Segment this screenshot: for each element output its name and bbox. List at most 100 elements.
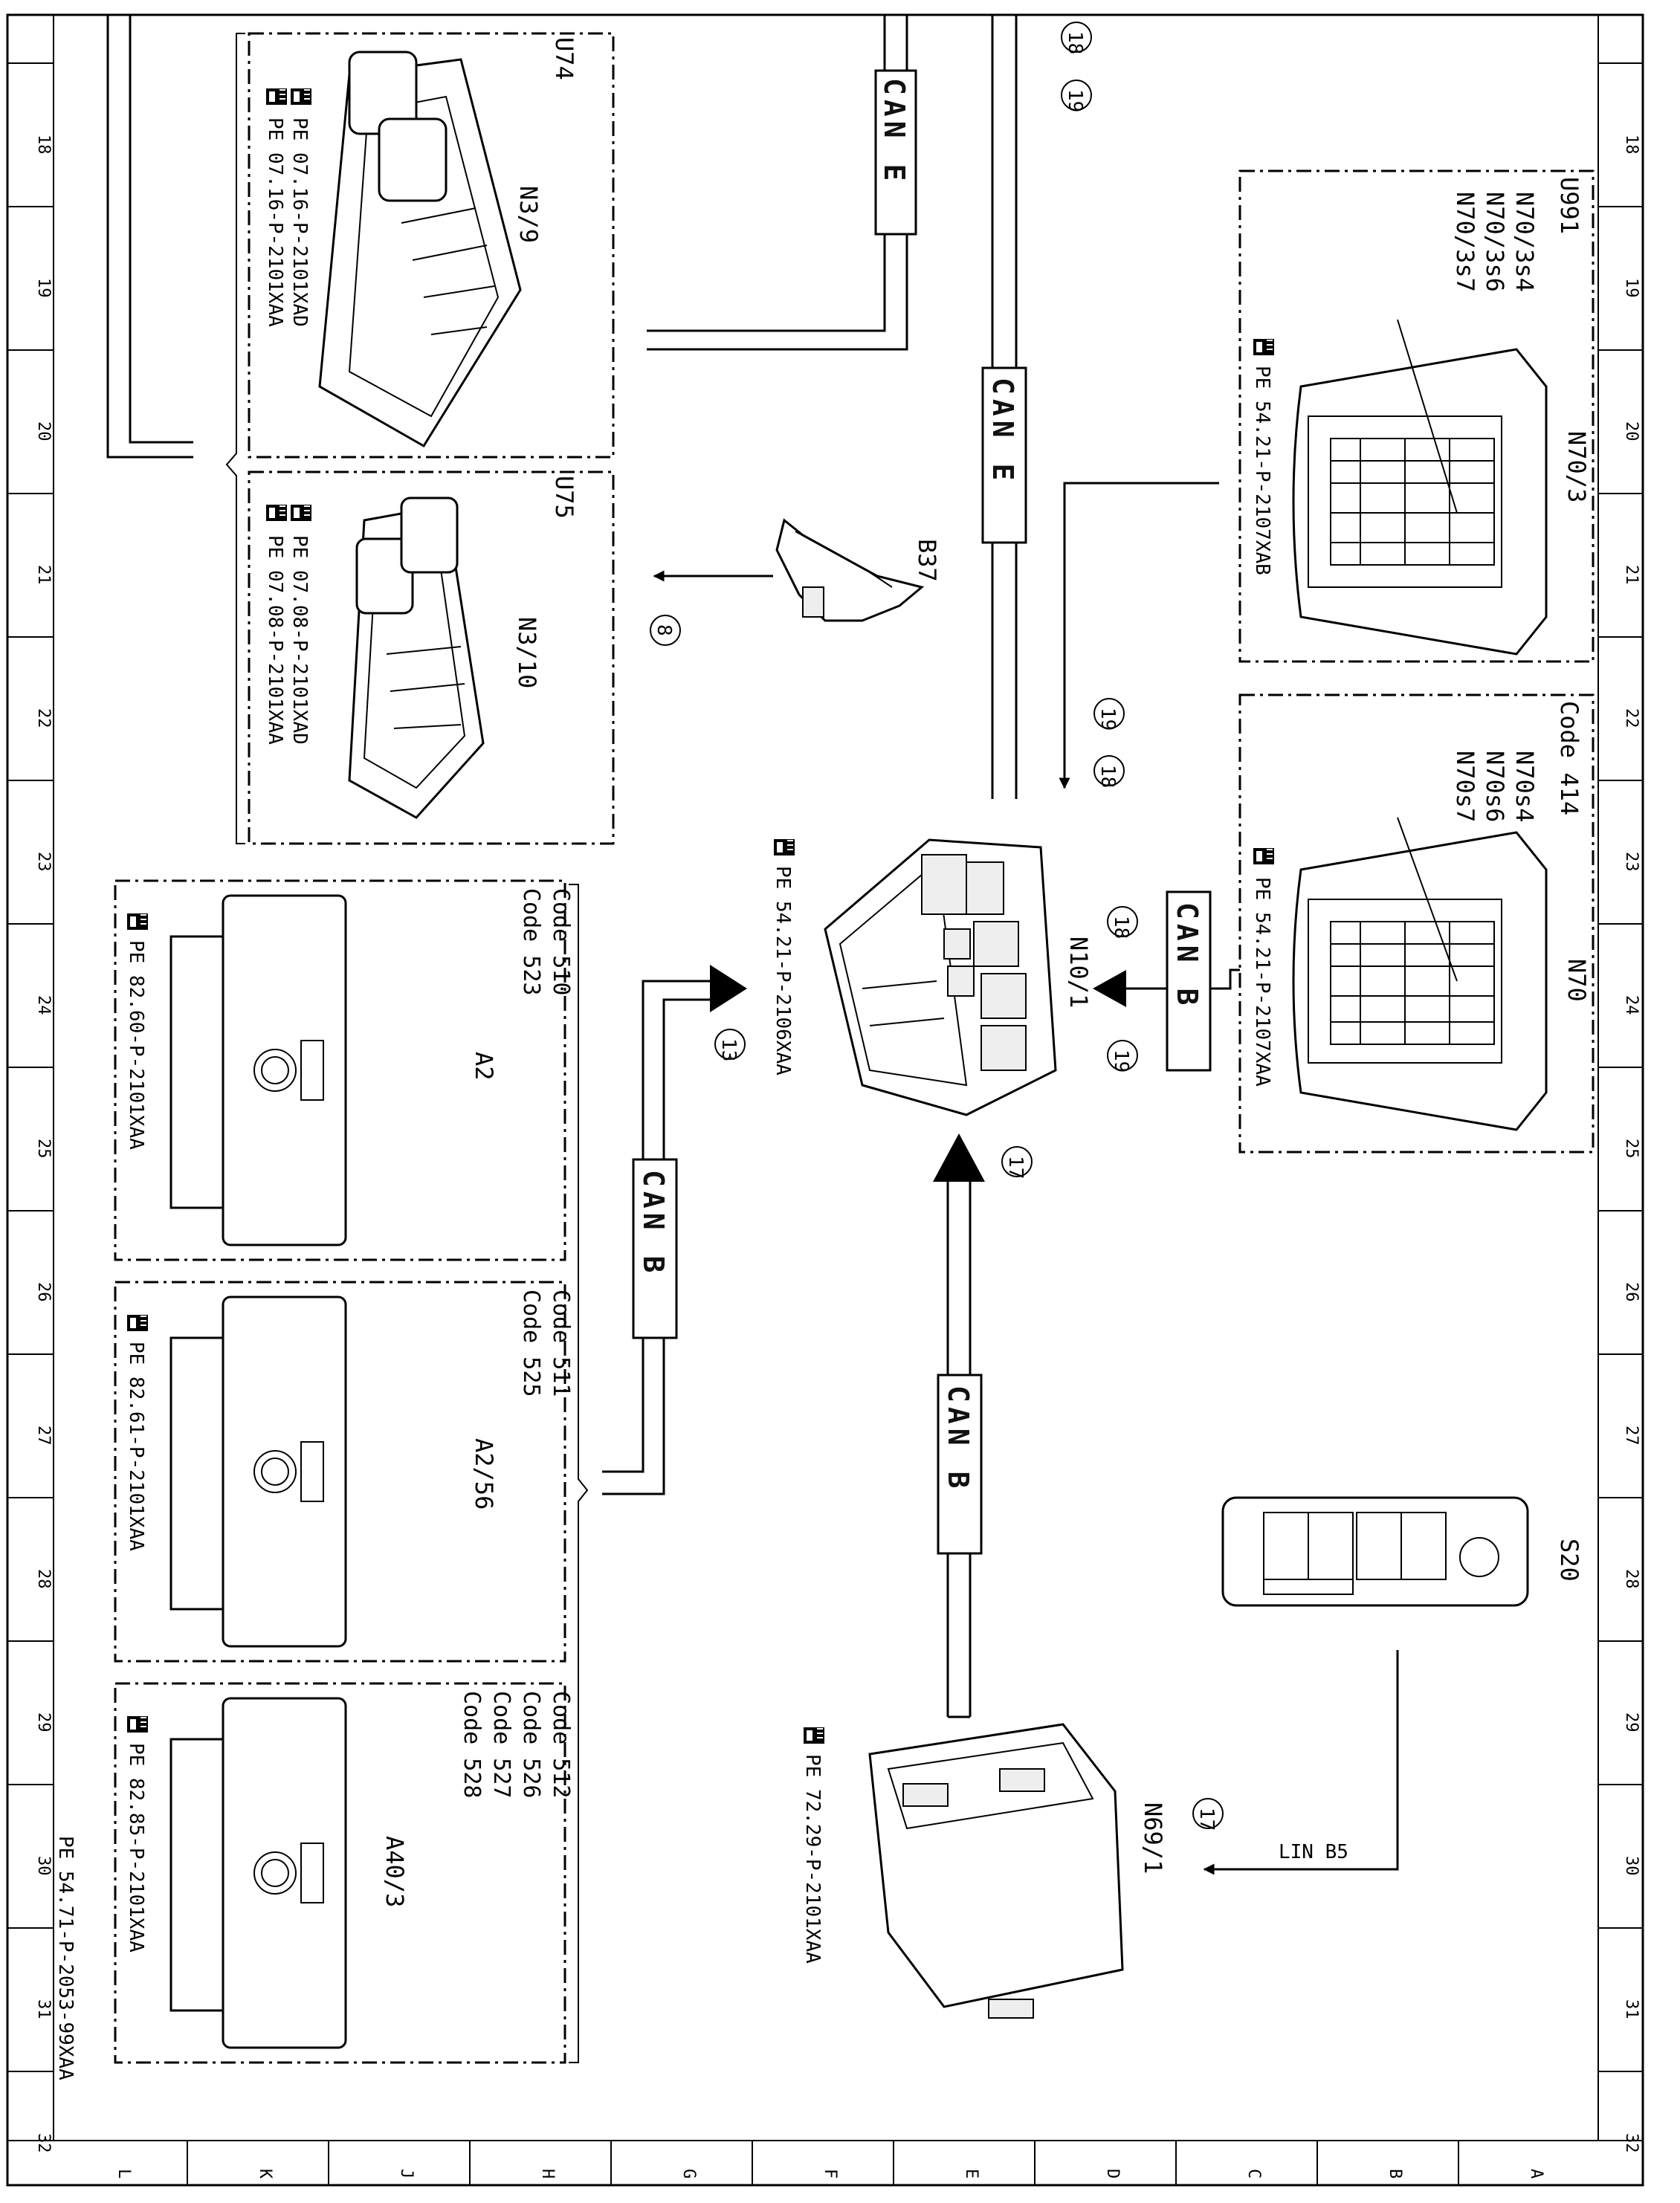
ruler-left-25: 25 [34, 1139, 53, 1159]
a2-code-1: Code 510 [548, 888, 574, 996]
circle-ref-13: 13 [714, 1029, 746, 1061]
n70-ref: PE 54.21-P-2107XAA [1251, 877, 1273, 1087]
ruler-left-22: 22 [34, 708, 53, 728]
reference-hand-icon [126, 913, 149, 931]
n3-9-control-unit[interactable]: N3/9 PE 07.16-P-2101XAA PE 07.16-P-2101X… [264, 51, 543, 448]
n70-part-s4: N70s4 [1511, 751, 1539, 822]
ruler-right-32: 32 [1622, 2133, 1641, 2153]
circle-ref-19-mid: 19 [1093, 698, 1125, 731]
circle-ref-18-n10: 18 [1107, 906, 1138, 939]
circle-ref-18-top: 18 [1061, 22, 1092, 54]
n10-1-label: N10/1 [1064, 936, 1093, 1008]
ruler-right-29: 29 [1622, 1712, 1641, 1733]
ruler-right-30: 30 [1622, 1856, 1641, 1876]
ruler-left-32: 32 [34, 2133, 53, 2153]
circle-ref-19-n10: 19 [1107, 1040, 1138, 1073]
n10-1-control-module[interactable]: N10/1 PE 54.21-P-2106XAA [772, 838, 1093, 1116]
a2-label: A2 [470, 1052, 498, 1081]
can-b-n70-to-n10-1: CAN B [1093, 890, 1240, 1072]
ruler-left: 18 19 20 21 22 23 24 25 26 27 28 29 30 3… [7, 62, 54, 2153]
n70-3-overhead-panel[interactable]: N70/3s4 N70/3s6 N70/3s7 N70/3 PE 54.21-P… [1251, 192, 1591, 656]
s20-switch-panel[interactable]: S20 [1221, 1496, 1583, 1607]
n3-9-ref-1: PE 07.16-P-2101XAA [264, 117, 286, 327]
ruler-right-19: 19 [1622, 278, 1641, 298]
n70-part-s7: N70s7 [1451, 751, 1479, 822]
group-a2-56: Code 511 Code 525 [114, 1281, 574, 1663]
ruler-right-21: 21 [1622, 565, 1641, 585]
reference-hand-icon [290, 504, 312, 522]
a40-3-label: A40/3 [381, 1836, 409, 1907]
ruler-letter-J: J [397, 2169, 416, 2178]
s20-label: S20 [1555, 1539, 1583, 1582]
a2-ref: PE 82.60-P-2101XAA [125, 940, 147, 1150]
lin-b5-label: LIN B5 [1279, 1841, 1348, 1863]
ruler-left-27: 27 [34, 1426, 53, 1446]
ruler-right-31: 31 [1622, 1999, 1641, 2019]
can-b-main-wire: CAN B [933, 1133, 985, 1718]
a2-56-ref: PE 82.61-P-2101XAA [125, 1342, 147, 1551]
n3-10-ref-1: PE 07.08-P-2101XAA [264, 535, 286, 745]
a2-56-code-1: Code 511 [548, 1290, 574, 1397]
can-b-label-n70: CAN B [1171, 902, 1204, 1009]
circle-ref-17-n69: 17 [1192, 1798, 1224, 1831]
ruler-left-28: 28 [34, 1569, 53, 1589]
can-b-label-main: CAN B [942, 1385, 975, 1492]
n70-part-s6: N70s6 [1481, 751, 1509, 822]
can-b-radio-wire: CAN B [602, 965, 747, 1495]
svg-text:17: 17 [1195, 1808, 1218, 1831]
n3-9-label: N3/9 [514, 186, 543, 243]
ruler-left-26: 26 [34, 1282, 53, 1302]
a40-3-display-unit[interactable]: A40/3 PE 82.85-P-2101XAA [125, 1697, 409, 2049]
ruler-right-27: 27 [1622, 1426, 1641, 1446]
svg-text:18: 18 [1064, 31, 1086, 54]
circle-ref-19-top: 19 [1061, 80, 1092, 112]
can-e-label-top: CAN E [878, 78, 911, 185]
n3-10-control-unit[interactable]: N3/10 PE 07.08-P-2101XAA PE 07.08-P-2101… [264, 496, 541, 819]
svg-text:19: 19 [1064, 89, 1086, 112]
n70-3-part-s6: N70/3s6 [1481, 192, 1509, 292]
a2-56-code-2: Code 525 [518, 1290, 544, 1397]
n3-10-ref-2: PE 07.08-P-2101XAD [288, 535, 311, 745]
b37-sensor[interactable]: B37 [775, 518, 941, 622]
ruler-letter-F: F [821, 2169, 839, 2178]
ruler-left-29: 29 [34, 1712, 53, 1733]
a2-radio-unit[interactable]: A2 PE 82.60-P-2101XAA [125, 894, 498, 1246]
group-a2: Code 510 Code 523 [114, 879, 574, 1261]
n69-1-control-module[interactable]: N69/1 PE 72.29-P-2101XAA [801, 1723, 1167, 2019]
reference-hand-icon [126, 1715, 149, 1733]
reference-hand-icon [803, 1727, 825, 1744]
a2-56-radio-unit[interactable]: A2/56 PE 82.61-P-2101XAA [125, 1295, 498, 1648]
ruler-right-22: 22 [1622, 708, 1641, 728]
n70-3-label: N70/3 [1563, 431, 1591, 502]
ruler-right-25: 25 [1622, 1139, 1641, 1159]
ruler-right-23: 23 [1622, 852, 1641, 872]
reference-hand-icon [1253, 847, 1275, 865]
lin-b5-wire: LIN B5 [1203, 1650, 1399, 1875]
b37-label: B37 [913, 539, 941, 582]
reference-hand-icon [265, 504, 288, 522]
a40-3-code-3: Code 527 [488, 1691, 514, 1799]
drawing-frame [6, 13, 1644, 2187]
svg-text:19: 19 [1096, 708, 1119, 731]
ruler-letter-E: E [962, 2169, 980, 2178]
ruler-bottom: L K J H G F E D C B A [114, 2141, 1545, 2185]
svg-text:8: 8 [653, 624, 675, 636]
ruler-left-31: 31 [34, 1999, 53, 2019]
group-u74-label: U74 [550, 37, 578, 80]
group-u75-label: U75 [550, 476, 578, 519]
reference-hand-icon [1253, 338, 1275, 356]
ruler-left-21: 21 [34, 565, 53, 585]
can-e-label-main: CAN E [986, 378, 1019, 485]
circle-ref-8: 8 [650, 615, 681, 646]
n69-1-ref: PE 72.29-P-2101XAA [801, 1754, 824, 1964]
ruler-right-26: 26 [1622, 1282, 1641, 1302]
ruler-letter-L: L [114, 2169, 133, 2178]
group-u991: U991 [1238, 169, 1595, 663]
n70-overhead-panel[interactable]: N70s4 N70s6 N70s7 N70 PE 54.21-P-2107XAA [1251, 751, 1591, 1131]
a2-56-label: A2/56 [470, 1438, 498, 1510]
svg-text:18: 18 [1110, 916, 1132, 939]
ruler-letter-B: B [1386, 2169, 1404, 2178]
group-code-414-label: Code 414 [1555, 701, 1583, 815]
can-b-label-radio: CAN B [637, 1170, 670, 1277]
